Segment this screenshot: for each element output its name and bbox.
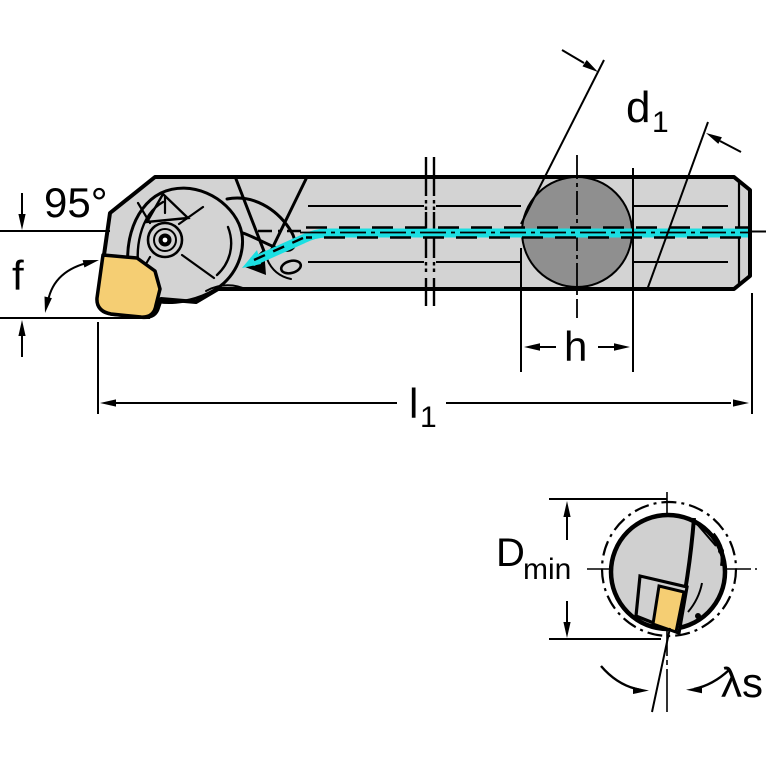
dim-l1: l 1 [97,293,753,434]
dim-approach-angle: 95° [44,179,108,313]
dmin-arrowhead-bottom [563,622,571,638]
f-arrowhead-bottom [18,320,26,336]
dim-h: h [520,168,634,372]
dim-label-f: f [12,252,24,299]
dim-label-dmin-sub: min [523,553,571,586]
d1-arrowhead-right [706,133,722,144]
dim-label-d1: d [626,83,650,132]
clamp-body-inner-right [215,225,233,277]
dim-label-95: 95° [44,179,108,226]
section-detail-bump-upper [718,548,724,554]
d1-arrow-right-tail [719,140,742,153]
clamp-body-outline [126,186,244,305]
angle-arc-arrowhead-bottom [44,296,52,313]
lambda-edge-line [651,627,671,713]
dim-label-l1-sub: 1 [420,401,437,434]
section-pocket-lines [687,523,717,613]
centerline-diag-dashes [253,236,304,262]
d1-arrow-left-tail [561,49,585,64]
angle-arc [47,261,92,302]
dim-label-dmin: D [496,531,525,575]
dim-lambda-s: λs [600,627,763,713]
dim-d1: d 1 [520,49,742,291]
side-view: 95° f d 1 [0,49,766,434]
section-view: D min λs [496,492,763,713]
dim-label-h: h [564,323,587,370]
tool-body [95,175,752,320]
dim-label-lambda-s: λs [721,659,763,706]
clamp-screw-outer [146,221,184,259]
lambda-arrowhead-right [686,686,702,694]
bore-lines [308,205,728,263]
angle-arc-arrowhead-top [82,260,99,268]
lambda-arrowhead-left [633,687,649,694]
centerline-cyan-tip [242,250,261,268]
f-arrowhead-top [18,214,26,230]
h-arrowhead-left [524,343,540,351]
section-insert [651,584,686,634]
l1-arrowhead-left [100,399,116,407]
clamp-lever-pad [279,259,303,275]
head-joint-curve [266,258,292,280]
dim-f: f [0,193,150,357]
coolant-centerline [242,226,766,268]
clamp-link-triangle [144,192,191,224]
l1-arrowhead-right [733,399,749,407]
dim-label-d1-sub: 1 [652,106,669,139]
d1-tangent-right [646,121,709,291]
d1-tangent-left [520,59,605,225]
clamp-screw-mid [153,228,177,252]
section-detail-bump-lower [695,613,701,619]
lambda-arc-left [600,665,642,692]
dmin-arrowhead-top [563,501,571,517]
dim-dmin: D min [496,498,667,640]
d1-arrowhead-left [582,60,598,72]
dim-label-l1: l [409,380,418,427]
head-bottom-curve [205,284,248,292]
h-arrowhead-right [614,343,630,351]
clamp-screw-dot [162,237,168,243]
head-joint-v [234,177,308,261]
